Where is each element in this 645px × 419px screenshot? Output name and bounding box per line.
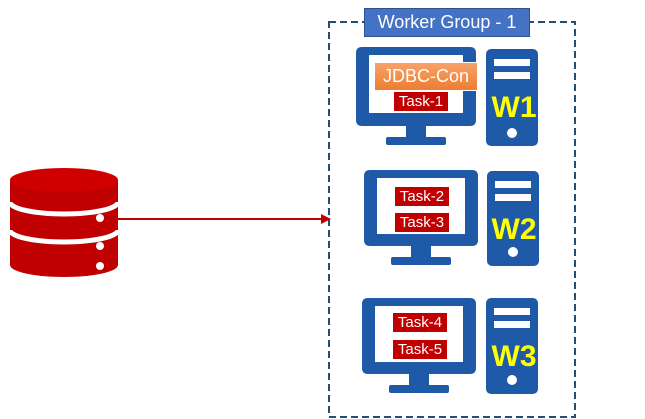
- monitor-icon: [364, 170, 478, 265]
- monitor-icon: [356, 47, 476, 145]
- worker-group-label: Worker Group - 1: [364, 8, 530, 37]
- task-label: Task-4: [392, 312, 448, 333]
- worker-label-w1: W1: [491, 91, 537, 124]
- jdbc-connector-label: JDBC-Con: [374, 62, 478, 91]
- server-tower-icon: [486, 49, 538, 146]
- task-label: Task-2: [394, 186, 450, 207]
- data-flow-arrow: [118, 214, 331, 224]
- server-tower-icon: [487, 171, 539, 266]
- task-label: Task-1: [393, 91, 449, 112]
- worker-label-w3: W3: [491, 340, 537, 373]
- task-label: Task-5: [392, 339, 448, 360]
- monitor-icon: [362, 298, 476, 393]
- server-tower-icon: [486, 298, 538, 394]
- task-label: Task-3: [394, 212, 450, 233]
- database-icon: [7, 168, 121, 277]
- worker-label-w2: W2: [491, 213, 537, 246]
